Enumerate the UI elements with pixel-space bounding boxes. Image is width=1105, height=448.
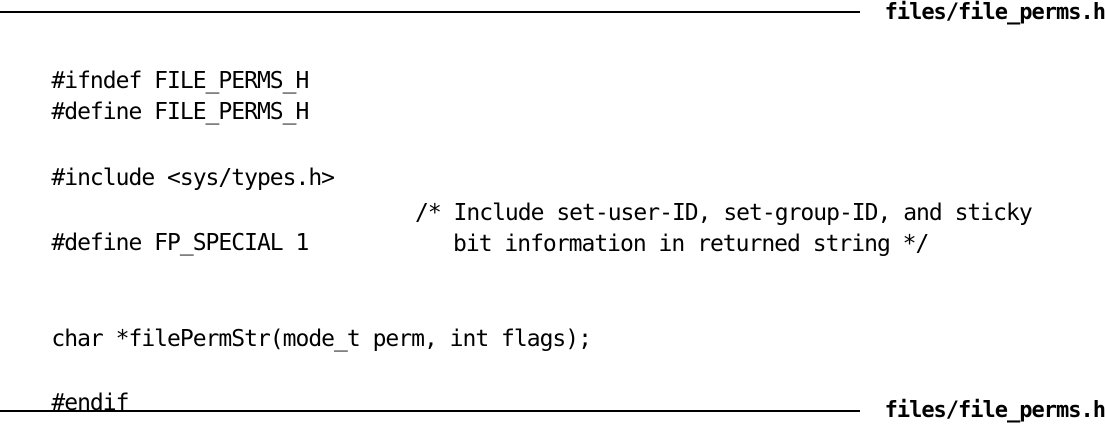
code-comment: /* Include set-user-ID, set-group-ID, an…	[415, 200, 1033, 226]
code-line-define-guard: #define FILE_PERMS_H	[51, 99, 309, 125]
code-line-endif: #endif	[51, 390, 129, 416]
footer-rule	[0, 410, 860, 412]
code-line-ifndef: #ifndef FILE_PERMS_H	[51, 68, 309, 94]
file-footer: files/file_perms.h	[0, 398, 1105, 428]
header-rule	[0, 11, 860, 13]
file-name-label: files/file_perms.h	[884, 398, 1105, 423]
file-name-label: files/file_perms.h	[884, 0, 1105, 25]
code-line-function-prototype: char *filePermStr(mode_t perm, int flags…	[51, 326, 592, 352]
code-line-include: #include <sys/types.h>	[51, 165, 335, 191]
code-listing: #ifndef FILE_PERMS_H #define FILE_PERMS_…	[0, 36, 1105, 416]
file-header: files/file_perms.h	[0, 0, 1105, 30]
code-comment-continuation: bit information in returned string */	[453, 231, 929, 257]
code-line-define-special: #define FP_SPECIAL 1 /* Include set-user…	[51, 200, 1033, 256]
